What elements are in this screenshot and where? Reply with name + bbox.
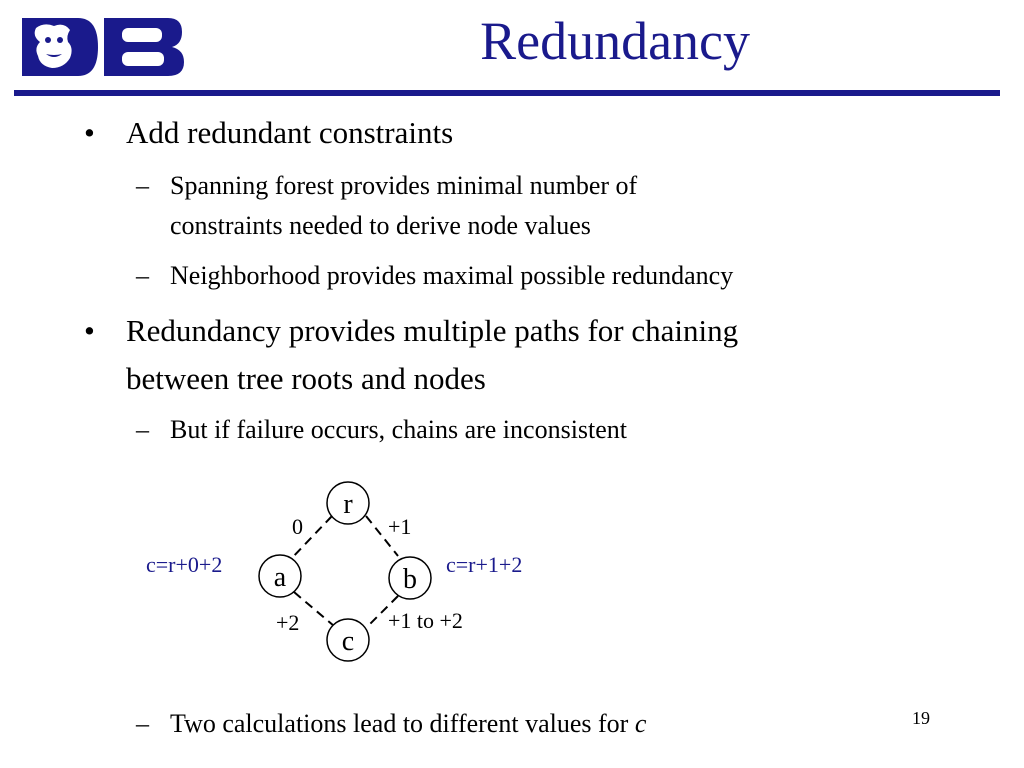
sub-bullet-text: constraints needed to derive node values — [170, 211, 591, 240]
node-b-label: b — [403, 564, 417, 595]
equation-right: c=r+1+2 — [446, 552, 522, 577]
edge-r-b — [365, 515, 399, 557]
node-a-circle — [258, 554, 302, 598]
slide-title: Redundancy — [480, 11, 750, 71]
edge-b-c-label: +1 to +2 — [388, 608, 463, 633]
edge-b-c — [367, 595, 399, 627]
sub-bullet-text: Spanning forest provides minimal number … — [170, 171, 638, 200]
sub-bullet-text-main: Two calculations lead to different value… — [170, 709, 635, 738]
dash-marker: – — [136, 171, 149, 200]
node-c-label: c — [342, 626, 354, 657]
node-c-circle — [326, 618, 370, 662]
bullet-text: Add redundant constraints — [126, 115, 454, 150]
sub-bullet-text: But if failure occurs, chains are incons… — [170, 415, 628, 444]
duke-logo — [22, 18, 184, 76]
node-b-circle — [388, 556, 432, 600]
variable-c: c — [634, 709, 647, 738]
node-a-label: a — [274, 562, 287, 593]
title-underline — [14, 90, 1000, 96]
equation-left: c=r+0+2 — [146, 552, 222, 577]
dash-marker: – — [136, 415, 149, 444]
node-r-label: r — [343, 489, 353, 520]
sub-bullet-text: Two calculations lead to different value… — [170, 704, 646, 744]
bullet-text: between tree roots and nodes — [126, 361, 486, 396]
slide-number: 19 — [912, 708, 930, 728]
bullet-marker: • — [84, 313, 95, 348]
edge-r-a — [289, 515, 333, 561]
bullet-text: Redundancy provides multiple paths for c… — [126, 313, 739, 348]
edge-a-c-label: +2 — [276, 610, 299, 635]
bullet-marker: • — [84, 115, 95, 150]
sub-bullet-text: Neighborhood provides maximal possible r… — [170, 261, 734, 290]
edge-r-a-label: 0 — [292, 514, 303, 539]
edge-a-c — [293, 591, 335, 627]
edge-r-b-label: +1 — [388, 514, 411, 539]
dash-marker: – — [136, 709, 149, 738]
dash-marker: – — [136, 261, 149, 290]
node-r-circle — [326, 481, 370, 525]
